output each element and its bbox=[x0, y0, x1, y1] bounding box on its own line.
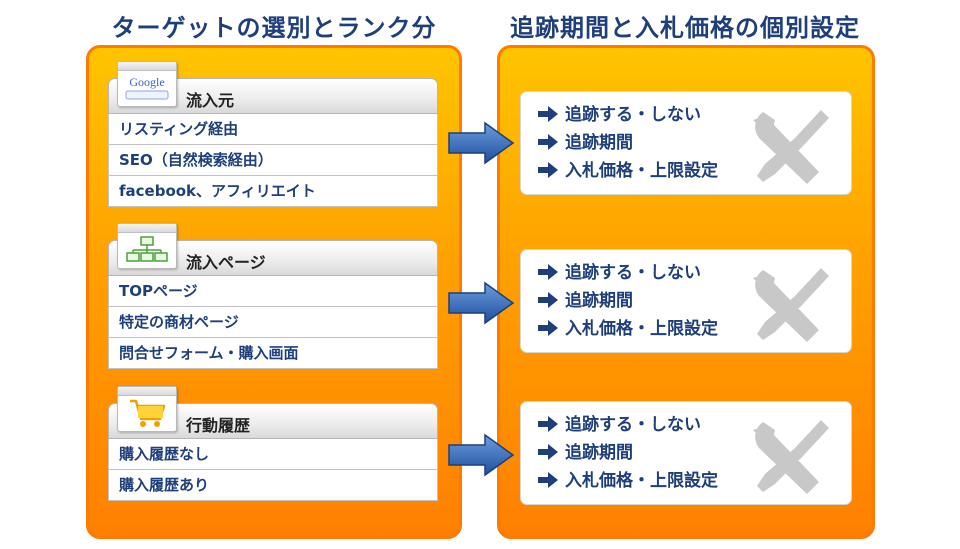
setting-item: 追跡する・しない bbox=[537, 102, 701, 128]
setting-item: 追跡期間 bbox=[537, 288, 633, 314]
bullet-arrow-icon bbox=[538, 134, 558, 150]
wrench-screwdriver-icon bbox=[753, 420, 829, 494]
group-header: 行動履歴 bbox=[108, 386, 438, 439]
list-item: TOPページ bbox=[108, 276, 438, 307]
group-landing-page: 流入ページ TOPページ 特定の商材ページ 問合せフォーム・購入画面 bbox=[108, 223, 438, 369]
wrench-screwdriver-icon bbox=[753, 268, 829, 342]
bullet-arrow-icon bbox=[538, 264, 558, 280]
google-logo-text: Google bbox=[129, 75, 164, 89]
setting-item: 入札価格・上限設定 bbox=[537, 468, 718, 494]
bullet-arrow-icon bbox=[538, 320, 558, 336]
settings-box: 追跡する・しない 追跡期間 入札価格・上限設定 bbox=[520, 401, 852, 505]
bullet-arrow-icon bbox=[538, 472, 558, 488]
right-arrow-icon bbox=[448, 433, 515, 477]
wrench-screwdriver-icon bbox=[753, 110, 829, 184]
setting-label: 追跡する・しない bbox=[565, 263, 701, 283]
group-traffic-source: Google 流入元 リスティング経由 SEO（自然検索経由） facebook… bbox=[108, 61, 438, 207]
setting-item: 追跡期間 bbox=[537, 440, 633, 466]
setting-label: 追跡期間 bbox=[565, 443, 633, 463]
setting-item: 入札価格・上限設定 bbox=[537, 158, 718, 184]
setting-label: 入札価格・上限設定 bbox=[565, 319, 718, 339]
shopping-cart-icon bbox=[117, 386, 177, 432]
bullet-arrow-icon bbox=[538, 162, 558, 178]
setting-item: 追跡する・しない bbox=[537, 260, 701, 286]
setting-label: 入札価格・上限設定 bbox=[565, 161, 718, 181]
bullet-arrow-icon bbox=[538, 444, 558, 460]
list-item: facebook、アフィリエイト bbox=[108, 176, 438, 207]
sitemap-icon bbox=[117, 223, 177, 269]
list-item: 特定の商材ページ bbox=[108, 307, 438, 338]
setting-item: 追跡する・しない bbox=[537, 412, 701, 438]
list-item: 購入履歴あり bbox=[108, 470, 438, 501]
left-title: ターゲットの選別とランク分 bbox=[111, 14, 437, 42]
google-search-icon: Google bbox=[117, 61, 177, 107]
group-title: 行動履歴 bbox=[186, 416, 251, 435]
group-header: 流入ページ bbox=[108, 223, 438, 276]
settings-box: 追跡する・しない 追跡期間 入札価格・上限設定 bbox=[520, 249, 852, 353]
setting-label: 追跡期間 bbox=[565, 291, 633, 311]
list-item: リスティング経由 bbox=[108, 114, 438, 145]
list-item: 問合せフォーム・購入画面 bbox=[108, 338, 438, 369]
setting-item: 入札価格・上限設定 bbox=[537, 316, 718, 342]
bullet-arrow-icon bbox=[538, 106, 558, 122]
setting-label: 入札価格・上限設定 bbox=[565, 471, 718, 491]
list-item: 購入履歴なし bbox=[108, 439, 438, 470]
group-header: Google 流入元 bbox=[108, 61, 438, 114]
group-title: 流入ページ bbox=[186, 253, 266, 272]
setting-label: 追跡する・しない bbox=[565, 415, 701, 435]
bullet-arrow-icon bbox=[538, 416, 558, 432]
right-arrow-icon bbox=[448, 281, 515, 325]
right-arrow-icon bbox=[448, 121, 515, 165]
list-item: SEO（自然検索経由） bbox=[108, 145, 438, 176]
settings-box: 追跡する・しない 追跡期間 入札価格・上限設定 bbox=[520, 91, 852, 195]
setting-item: 追跡期間 bbox=[537, 130, 633, 156]
bullet-arrow-icon bbox=[538, 292, 558, 308]
right-title: 追跡期間と入札価格の個別設定 bbox=[510, 14, 860, 42]
setting-label: 追跡期間 bbox=[565, 133, 633, 153]
group-title: 流入元 bbox=[186, 91, 235, 110]
group-behavior-history: 行動履歴 購入履歴なし 購入履歴あり bbox=[108, 386, 438, 501]
setting-label: 追跡する・しない bbox=[565, 105, 701, 125]
